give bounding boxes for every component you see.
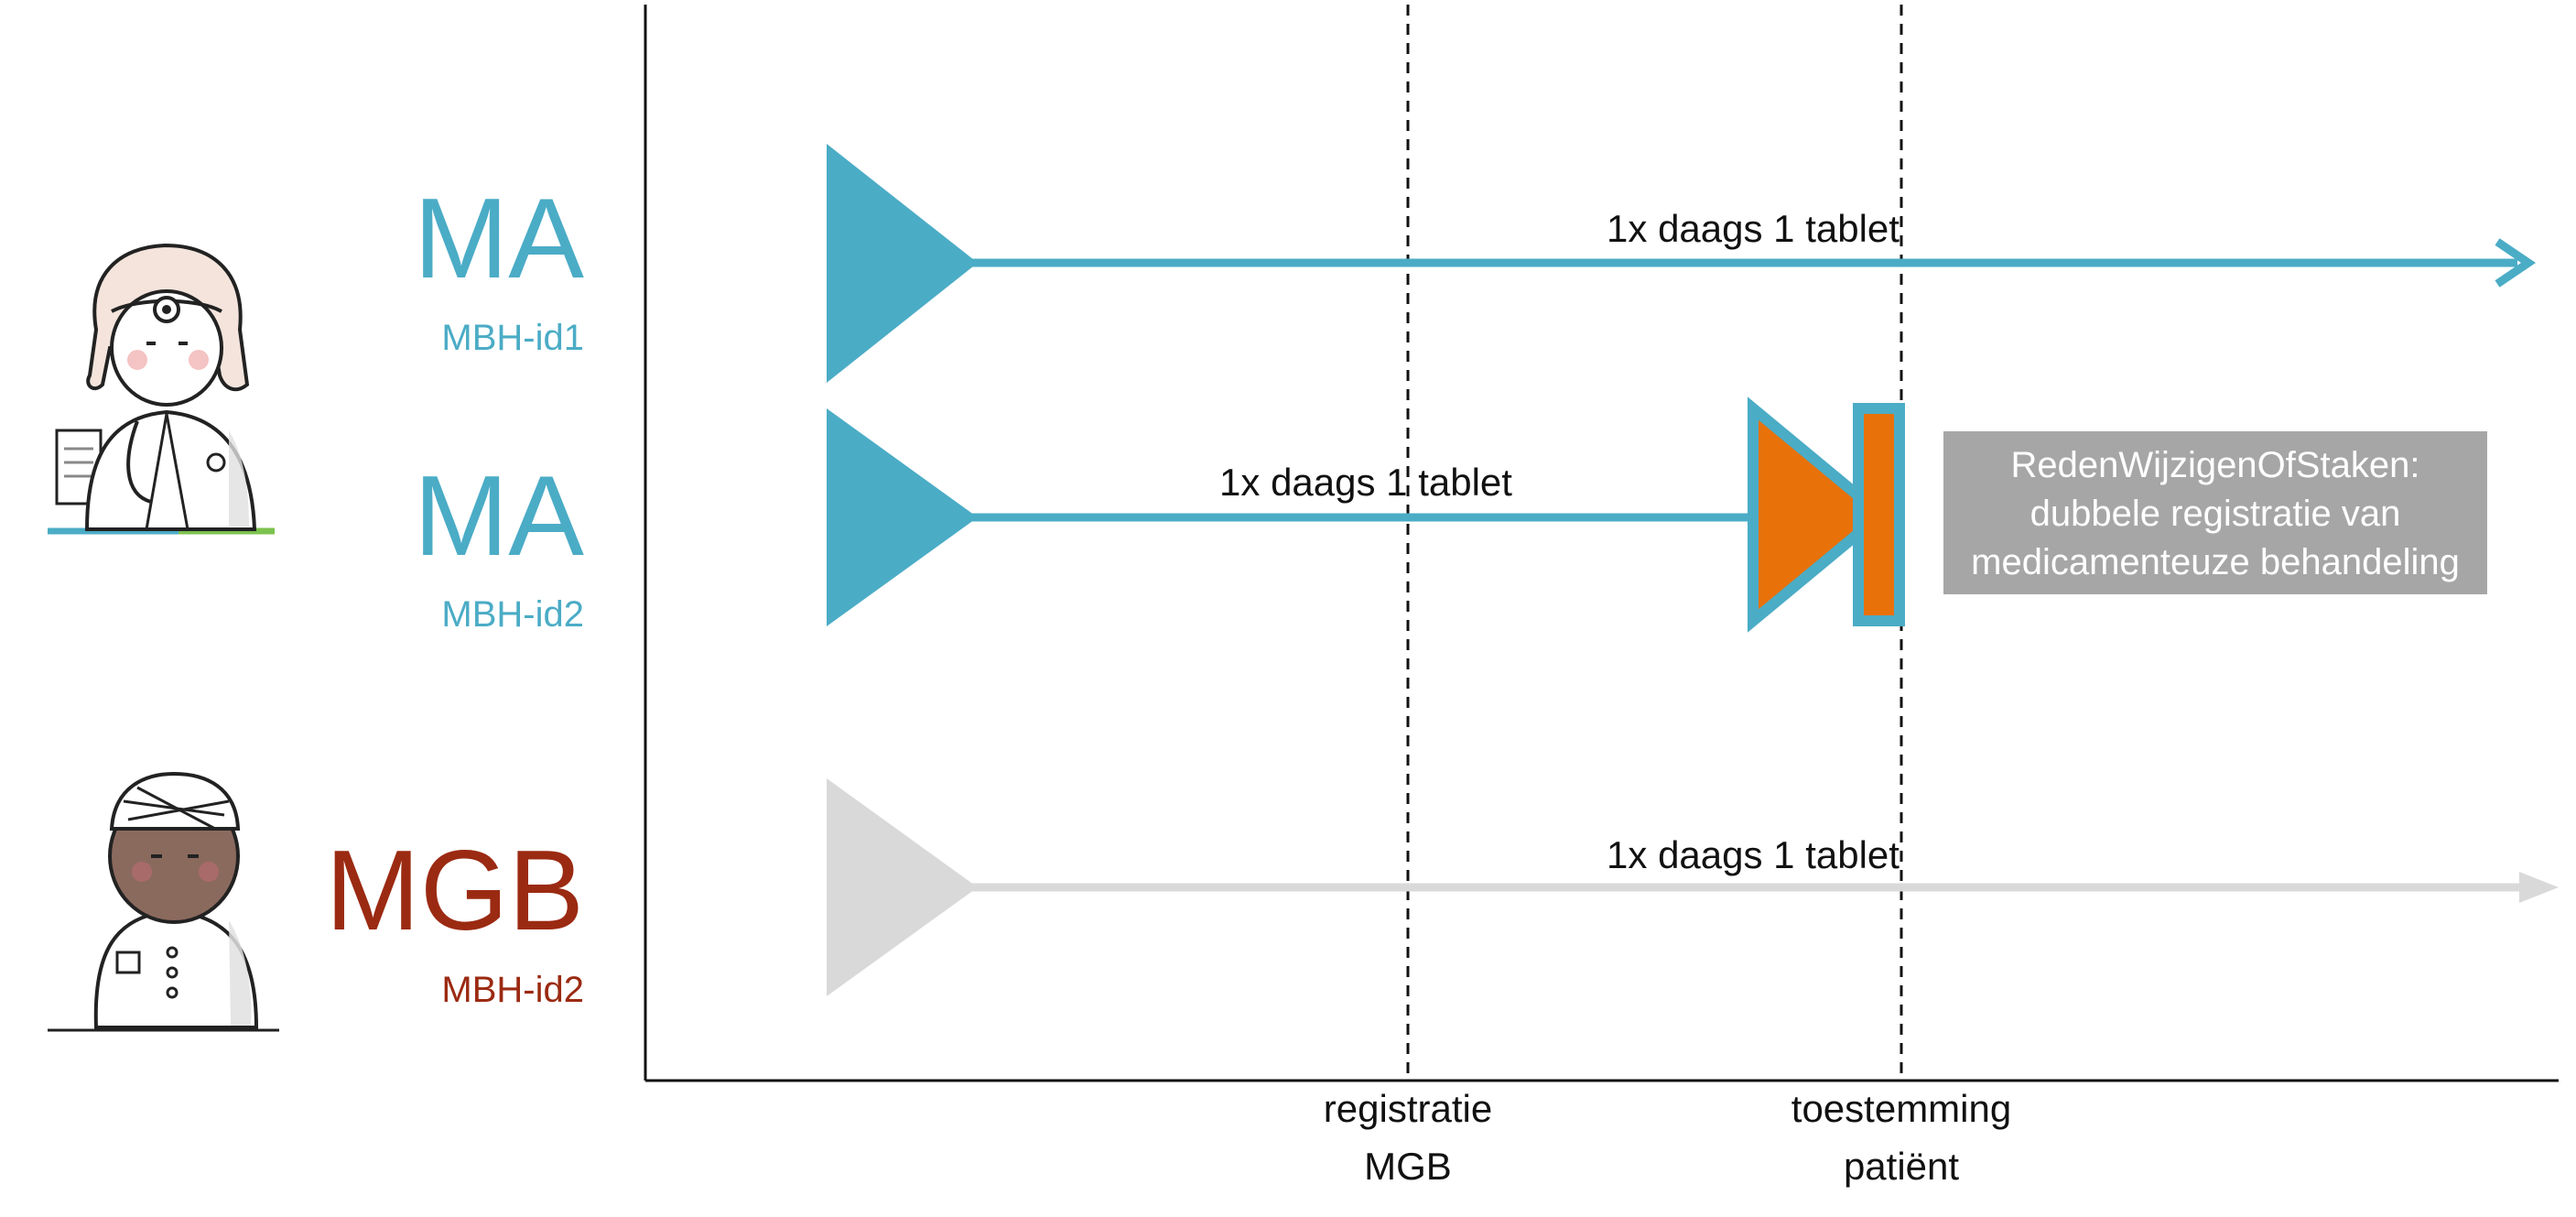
mbh-id-label-1: MBH-id1 bbox=[441, 318, 584, 358]
event-label-registratie-line1: registratie bbox=[1324, 1087, 1492, 1130]
event-label-toestemming-line2: patiënt bbox=[1844, 1145, 1959, 1188]
arrowhead-row-1 bbox=[2495, 238, 2537, 288]
mbh-id-label-3: MBH-id2 bbox=[441, 970, 584, 1010]
reason-line-2: dubbele registratie van bbox=[2030, 494, 2401, 534]
reason-line-1: RedenWijzigenOfStaken: bbox=[2011, 445, 2420, 485]
row-labels: MA MBH-id1 MA MBH-id2 MGB MBH-id2 bbox=[326, 176, 585, 1010]
axes bbox=[644, 5, 2559, 1082]
event-lines bbox=[1406, 5, 1903, 1081]
start-marker-row-1 bbox=[827, 144, 978, 383]
timeline-row-1: 1x daags 1 tablet bbox=[827, 144, 2537, 383]
dosage-label-row-2: 1x daags 1 tablet bbox=[1219, 461, 1512, 504]
patient-icon bbox=[48, 771, 279, 1032]
dosage-label-row-3: 1x daags 1 tablet bbox=[1607, 833, 1900, 876]
reason-line-3: medicamenteuze behandeling bbox=[1971, 542, 2460, 582]
start-marker-row-2 bbox=[827, 408, 978, 626]
reason-box: RedenWijzigenOfStaken: dubbele registrat… bbox=[1943, 431, 2487, 594]
role-label-ma-1: MA bbox=[414, 176, 584, 302]
role-label-mgb: MGB bbox=[326, 828, 584, 954]
mbh-id-label-2: MBH-id2 bbox=[441, 594, 584, 635]
timeline-row-2: 1x daags 1 tablet bbox=[827, 397, 1905, 633]
event-labels: registratie MGB toestemming patiënt bbox=[1324, 1087, 2011, 1188]
arrowhead-row-3 bbox=[2519, 872, 2559, 903]
role-label-ma-2: MA bbox=[414, 453, 584, 580]
timeline-row-3: 1x daags 1 tablet bbox=[827, 778, 2559, 996]
start-marker-row-3 bbox=[827, 778, 978, 996]
dosage-label-row-1: 1x daags 1 tablet bbox=[1607, 207, 1900, 250]
event-label-toestemming-line1: toestemming bbox=[1791, 1087, 2011, 1130]
stop-marker-row-2 bbox=[1748, 397, 1905, 633]
event-label-registratie-line2: MGB bbox=[1364, 1145, 1452, 1188]
doctor-icon bbox=[48, 243, 275, 535]
